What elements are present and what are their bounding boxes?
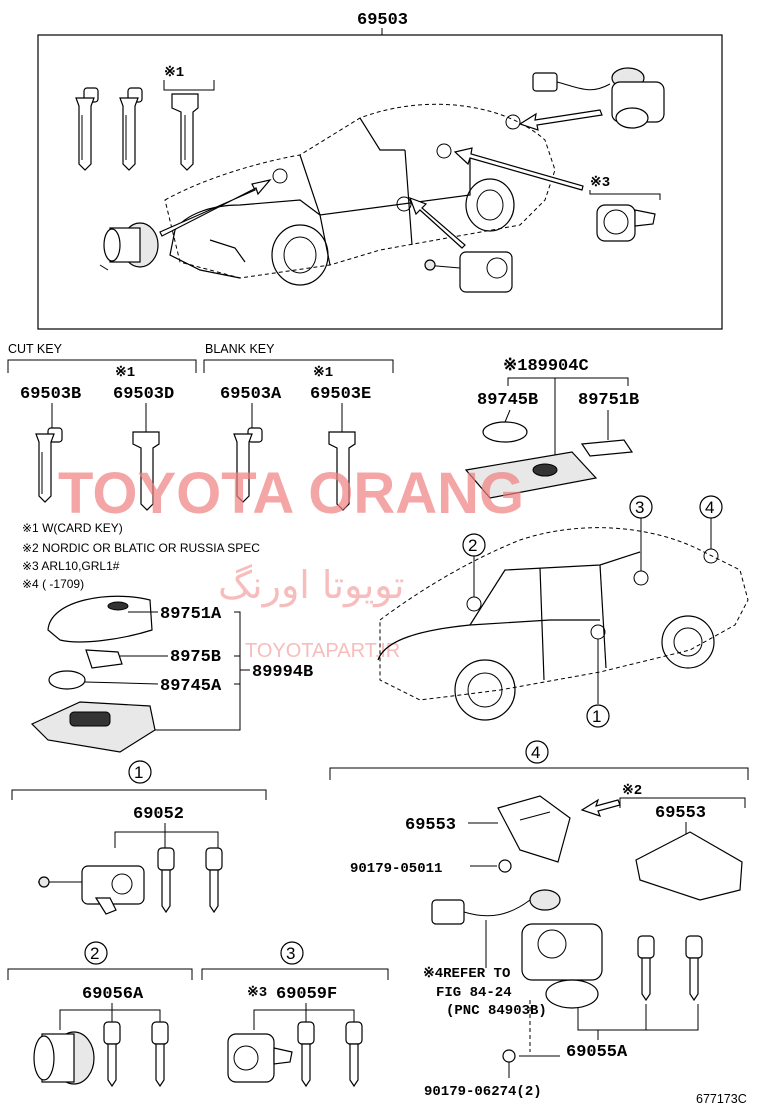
- nut-icon: [502, 1049, 516, 1063]
- cut-key-label: CUT KEY: [8, 342, 63, 356]
- callout-3-car[interactable]: 3: [635, 498, 644, 517]
- figure-code: 677173C: [696, 1092, 747, 1106]
- ignition-switch-icon: [431, 889, 603, 1009]
- label-69553-a[interactable]: 69553: [405, 816, 456, 835]
- smart-key-icon: [30, 701, 156, 753]
- refer-line-1[interactable]: ※4REFER TO: [423, 966, 510, 982]
- label-69503B[interactable]: 69503B: [20, 385, 81, 404]
- callout-4-car[interactable]: 4: [705, 498, 714, 517]
- pointer-arrow: [580, 798, 621, 817]
- note-line-4: ※4 ( -1709): [22, 577, 84, 591]
- label-8975B[interactable]: 8975B: [170, 648, 221, 667]
- ignition-cover-icon: [635, 831, 743, 901]
- key-icon: [205, 847, 223, 914]
- door-lock-cylinder-icon: [38, 865, 145, 915]
- ignition-cover-icon: [497, 795, 571, 863]
- watermark-site: TOYOTAPART.IR: [245, 640, 400, 662]
- callout-4[interactable]: 4: [531, 743, 540, 762]
- key-icon: [35, 427, 63, 503]
- pointer-arrow: [518, 109, 603, 131]
- label-89745A[interactable]: 89745A: [160, 677, 222, 696]
- card-key-icon: [171, 93, 199, 171]
- card-key-icon: [132, 431, 160, 511]
- label-69055A[interactable]: 69055A: [566, 1043, 628, 1062]
- callout-1-car[interactable]: 1: [592, 707, 601, 726]
- label-69503D[interactable]: 69503D: [113, 385, 174, 404]
- top-assembly-box: [37, 34, 723, 330]
- refer-line-3[interactable]: (PNC 84903B): [446, 1003, 547, 1019]
- callout-2-car[interactable]: 2: [468, 536, 477, 555]
- label-89745B[interactable]: 89745B: [477, 391, 538, 410]
- door-lock-cylinder-icon: [99, 222, 159, 271]
- key-icon: [157, 847, 175, 914]
- blank-key-label: BLANK KEY: [205, 342, 275, 356]
- note3-b: ※3: [247, 985, 267, 1001]
- label-69059F[interactable]: 69059F: [276, 985, 337, 1004]
- smart-key-icon: [464, 451, 598, 499]
- watermark-main: TOYOTA ORANG: [58, 461, 524, 526]
- key-icon: [103, 1021, 121, 1088]
- door-lock-cylinder-icon: [424, 251, 513, 293]
- callout-2[interactable]: 2: [90, 944, 99, 963]
- car-icon: [377, 517, 749, 721]
- key-icon: [345, 1021, 363, 1088]
- glove-box-lock-icon: [596, 204, 656, 242]
- key-icon: [233, 427, 263, 503]
- label-69503A[interactable]: 69503A: [220, 385, 282, 404]
- note-line-2: ※2 NORDIC OR BLATIC OR RUSSIA SPEC: [22, 541, 260, 555]
- watermark-persian: تویوتا اورنگ: [218, 563, 405, 608]
- pointer-arrow: [159, 179, 272, 237]
- cover-icon: [85, 649, 123, 669]
- trunk-lock-icon: [33, 1031, 95, 1085]
- note1-b: ※1: [313, 365, 333, 381]
- note2: ※2: [622, 783, 642, 799]
- label-90179-05011[interactable]: 90179-05011: [350, 861, 442, 877]
- pointer-arrow: [453, 147, 584, 191]
- key-icon: [297, 1021, 315, 1088]
- key-icon: [119, 87, 143, 171]
- smart-key-cover-icon: [47, 595, 153, 643]
- callout-3[interactable]: 3: [286, 944, 295, 963]
- note1-top: ※1: [164, 65, 184, 81]
- note3-top: ※3: [590, 175, 610, 191]
- ignition-switch-icon: [532, 67, 665, 129]
- note1-a: ※1: [115, 365, 135, 381]
- label-90179-06274[interactable]: 90179-06274(2): [424, 1084, 542, 1100]
- label-69052[interactable]: 69052: [133, 805, 184, 824]
- battery-icon: [48, 670, 86, 690]
- key-icon: [75, 87, 99, 171]
- glove-box-lock-icon: [227, 1033, 293, 1083]
- pointer-arrow: [408, 196, 466, 249]
- note-line-1: ※1 W(CARD KEY): [22, 521, 123, 535]
- label-69056A[interactable]: 69056A: [82, 985, 144, 1004]
- key-icon: [637, 935, 655, 1002]
- label-69553-b[interactable]: 69553: [655, 804, 706, 823]
- label-89751B[interactable]: 89751B: [578, 391, 639, 410]
- battery-icon: [482, 421, 528, 443]
- refer-line-2[interactable]: FIG 84-24: [436, 985, 512, 1001]
- label-69503E[interactable]: 69503E: [310, 385, 371, 404]
- key-icon: [685, 935, 703, 1002]
- label-69503[interactable]: 69503: [357, 11, 408, 30]
- label-89751A[interactable]: 89751A: [160, 605, 222, 624]
- callout-1[interactable]: 1: [134, 763, 143, 782]
- label-89904C[interactable]: ※189904C: [503, 357, 589, 376]
- card-key-icon: [328, 431, 356, 511]
- note-line-3: ※3 ARL10,GRL1#: [22, 559, 120, 573]
- nut-icon: [498, 859, 512, 873]
- key-icon: [151, 1021, 169, 1088]
- cover-icon: [580, 439, 634, 457]
- label-89994B[interactable]: 89994B: [252, 663, 313, 682]
